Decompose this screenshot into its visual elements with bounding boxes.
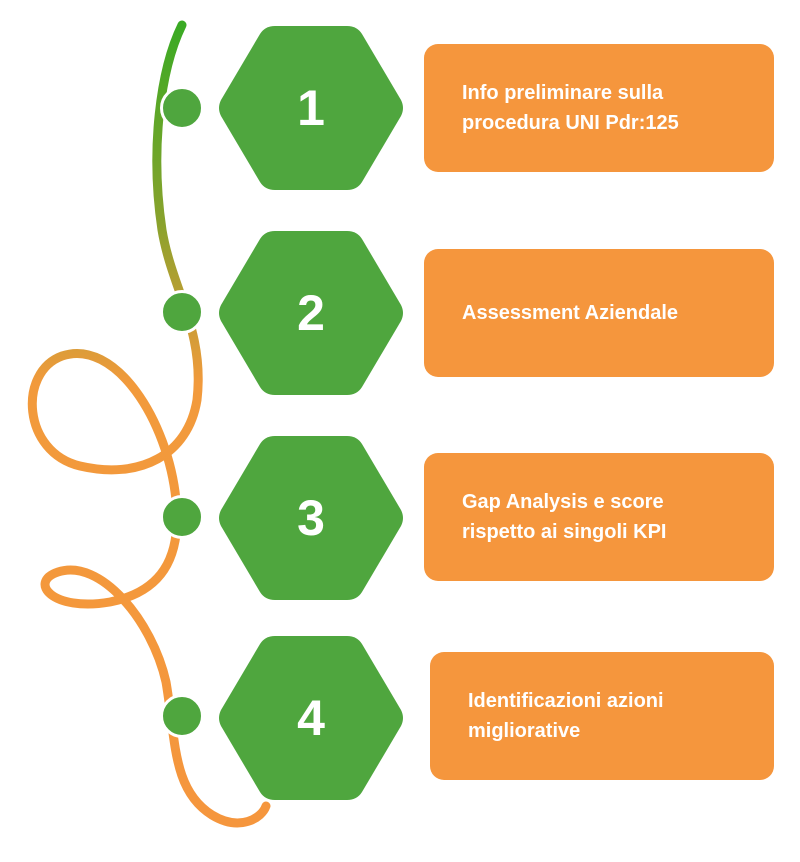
- step-1-number: 1: [297, 80, 325, 136]
- step-2-number: 2: [297, 285, 325, 341]
- step-3-number: 3: [297, 490, 325, 546]
- step-4-text: Identificazioni azioni migliorative: [468, 690, 664, 742]
- step-2-marker: [160, 290, 204, 334]
- step-3-hexagon: 3: [215, 432, 407, 604]
- step-4-box: Identificazioni azioni migliorative: [430, 652, 774, 780]
- step-2-text: Assessment Aziendale: [462, 302, 679, 324]
- step-1-text: Info preliminare sulla procedura UNI Pdr…: [462, 82, 679, 134]
- step-3-marker: [160, 495, 204, 539]
- step-2-box: Assessment Aziendale: [424, 249, 774, 377]
- step-1-marker: [160, 86, 204, 130]
- step-4-number: 4: [297, 690, 325, 746]
- step-2-hexagon: 2: [215, 227, 407, 399]
- step-3-text: Gap Analysis e score rispetto ai singoli…: [462, 491, 667, 543]
- step-3-box: Gap Analysis e score rispetto ai singoli…: [424, 453, 774, 581]
- step-1-hexagon: 1: [215, 22, 407, 194]
- step-4-marker: [160, 694, 204, 738]
- step-1-box: Info preliminare sulla procedura UNI Pdr…: [424, 44, 774, 172]
- step-4-hexagon: 4: [215, 632, 407, 804]
